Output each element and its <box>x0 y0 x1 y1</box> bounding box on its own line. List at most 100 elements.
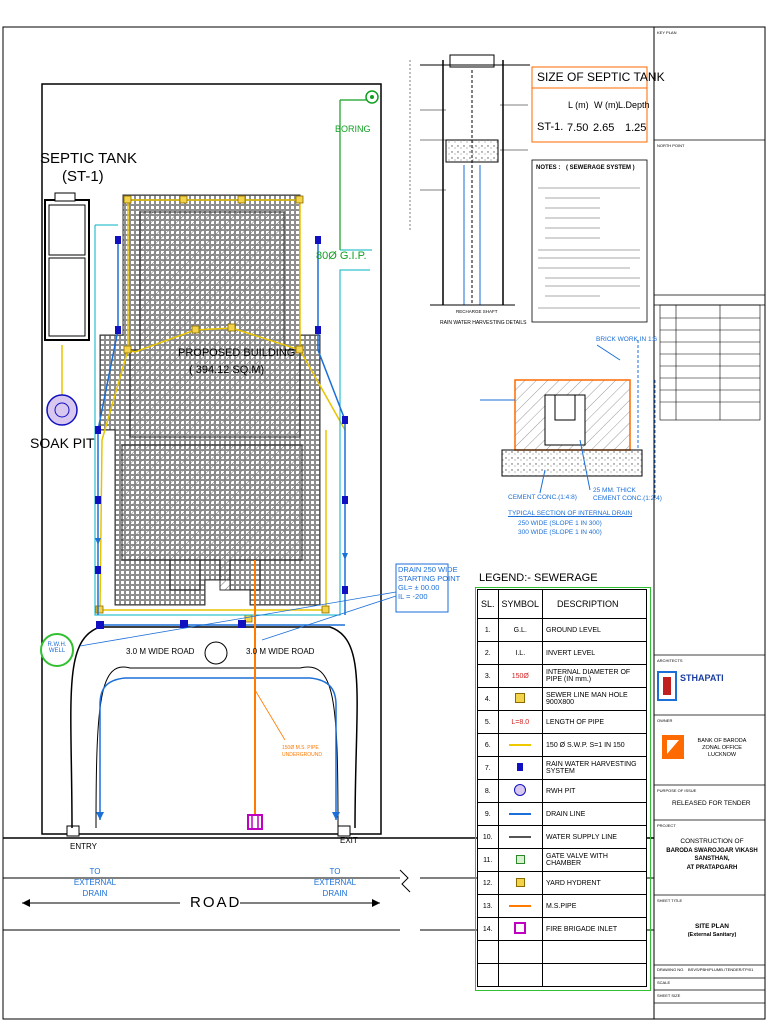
septic-size-box <box>531 66 648 143</box>
legend-row: 4.SEWER LINE MAN HOLE 900X800 <box>477 687 647 711</box>
site-boundary <box>41 83 382 835</box>
drain-note-line-1: DRAIN 250 WIDE <box>398 565 458 574</box>
building-area: ( 394.12 SQ.M) <box>189 364 265 376</box>
legend-blank-row <box>477 940 647 964</box>
sheet-title-line-2: (External Sanitary) <box>687 932 737 938</box>
septic-tank-label: SEPTIC TANK <box>40 150 137 167</box>
recharge-label: RECHARGE SHAFT <box>456 309 498 314</box>
legend-row-description: LENGTH OF PIPE <box>542 710 647 734</box>
legend-row: 12.YARD HYDRENT <box>477 871 647 895</box>
legend-row: 9.DRAIN LINE <box>477 802 647 826</box>
project-line-2: BARODA SWAROJGAR VIKASH <box>666 847 758 854</box>
road-right-label: 3.0 M WIDE ROAD <box>246 647 315 656</box>
boring-line <box>339 99 368 250</box>
road-label: ROAD <box>190 894 242 911</box>
legend-header-sl: SL. <box>477 589 499 619</box>
legend-row-description: DRAIN LINE <box>542 802 647 826</box>
drain-note-line-4: IL = -200 <box>398 592 428 601</box>
septic-size-header-w: W (m) <box>594 100 619 110</box>
septic-tank-id: (ST-1) <box>62 168 104 185</box>
brick-work-label: BRICK WORK IN 1:6 <box>596 336 658 343</box>
legend-row-number: 14. <box>477 917 499 941</box>
sheet-title: SITE PLAN (External Sanitary) <box>662 922 762 940</box>
septic-size-w: 2.65 <box>593 122 615 134</box>
section-title: TYPICAL SECTION OF INTERNAL DRAIN <box>508 510 633 517</box>
legend-row-number: 8. <box>477 779 499 803</box>
septic-size-header-d: L.Depth <box>618 100 650 110</box>
cement-conc-label-2-line-2: CEMENT CONC.(1:2:4) <box>593 495 662 502</box>
ms-pipe-note: 150Ø M.S. PIPE UNDERGROUND <box>282 745 322 759</box>
ext-drain-left-line-1: TO EXTERNAL <box>73 867 117 887</box>
legend-title: LEGEND:- SEWERAGE <box>479 572 598 584</box>
legend-row: 11.GATE VALVE WITH CHAMBER <box>477 848 647 872</box>
notes-title: ( SEWERAGE SYSTEM ) <box>566 165 635 171</box>
legend-row-symbol <box>497 848 544 872</box>
key-plan-label: KEY PLAN <box>657 30 677 35</box>
road-left-label: 3.0 M WIDE ROAD <box>126 647 195 656</box>
purpose-label: PURPOSE OF ISSUE <box>657 788 697 793</box>
legend-row-symbol <box>497 802 544 826</box>
legend-row-number: 13. <box>477 894 499 918</box>
legend-row-number: 4. <box>477 687 499 711</box>
legend-symbol-text: 150Ø <box>511 672 529 680</box>
legend-row-symbol <box>497 756 544 780</box>
project-label: PROJECT <box>657 823 676 828</box>
sheet-size-label: SHEET SIZE <box>657 993 681 998</box>
legend-header-row: SL. SYMBOL DESCRIPTION <box>477 589 647 619</box>
legend-row-number: 11. <box>477 848 499 872</box>
notes-header: NOTES : <box>536 165 561 171</box>
legend-row-symbol: I.L. <box>497 641 544 665</box>
drawing-no: BSVS/PBH/PLUMB./TENDER/TP/01 <box>688 967 754 972</box>
project-line-4: AT PRATAPGARH <box>686 864 738 871</box>
rwh-title: RAIN WATER HARVESTING DETAILS <box>440 320 527 326</box>
title-block-grid <box>654 139 765 1004</box>
legend-row-description: WATER SUPPLY LINE <box>542 825 647 849</box>
legend-row-description: INTERNAL DIAMETER OF PIPE (IN mm.) <box>542 664 647 688</box>
legend-row-description: RAIN WATER HARVESTING SYSTEM <box>542 756 647 780</box>
ext-drain-right-line-2: DRAIN <box>322 889 348 898</box>
client-line-3: LUCKNOW <box>707 752 737 758</box>
legend-symbol-text: G.L. <box>513 626 527 634</box>
rwh-well-icon <box>40 633 74 667</box>
fire-brigade-inlet <box>247 814 263 830</box>
legend-row-description: RWH PIT <box>542 779 647 803</box>
road-island <box>204 641 228 665</box>
legend-row-description: INVERT LEVEL <box>542 641 647 665</box>
drawing-no-label: DRAWING NO. <box>657 967 685 972</box>
legend-row-number: 5. <box>477 710 499 734</box>
legend-header-symbol: SYMBOL <box>497 589 544 619</box>
legend-header-description: DESCRIPTION <box>542 589 647 619</box>
legend-frame <box>475 587 651 991</box>
client-name: BANK OF BARODA ZONAL OFFICE LUCKNOW <box>692 738 752 759</box>
legend-row: 6.150 Ø S.W.P. S=1 IN 150 <box>477 733 647 757</box>
soak-pit-label: SOAK PIT <box>30 435 95 451</box>
legend-row-symbol <box>497 917 544 941</box>
client-line-1: BANK OF BARODA <box>697 738 747 744</box>
building-footprint <box>129 211 301 438</box>
building-label: PROPOSED BUILDING <box>178 347 296 359</box>
notes-text-lines <box>538 187 640 309</box>
cement-conc-label-2: 25 MM. THICK CEMENT CONC.(1:2:4) <box>593 487 662 503</box>
client-line-2: ZONAL OFFICE <box>702 745 742 751</box>
legend-row: 1.G.L.GROUND LEVEL <box>477 618 647 642</box>
rwh-well-label: R.W.H. WELL <box>47 642 67 654</box>
rwh-detail <box>409 54 530 306</box>
scale-label: SCALE <box>657 980 671 985</box>
ext-drain-right-line-1: TO EXTERNAL <box>313 867 357 887</box>
section-wide-2: 300 WIDE (SLOPE 1 IN 400) <box>518 529 602 536</box>
legend-row: 2.I.L.INVERT LEVEL <box>477 641 647 665</box>
legend-row: 14. FIRE BRIGADE INLET <box>477 917 647 941</box>
legend-row: 10.WATER SUPPLY LINE <box>477 825 647 849</box>
boring-label: BORING <box>335 124 371 134</box>
legend-row-description: FIRE BRIGADE INLET <box>542 917 647 941</box>
section-wide-1: 250 WIDE (SLOPE 1 IN 300) <box>518 520 602 527</box>
legend-row-number: 6. <box>477 733 499 757</box>
legend-row-symbol <box>497 779 544 803</box>
legend-row-symbol: L=8.0 <box>497 710 544 734</box>
legend-row-symbol <box>497 871 544 895</box>
septic-size-row-label: ST-1. <box>537 121 564 133</box>
cement-conc-label-2-line-1: 25 MM. THICK <box>593 487 636 494</box>
sheet-title-label: SHEET TITLE <box>657 898 683 903</box>
sewer-manholes <box>95 195 330 623</box>
